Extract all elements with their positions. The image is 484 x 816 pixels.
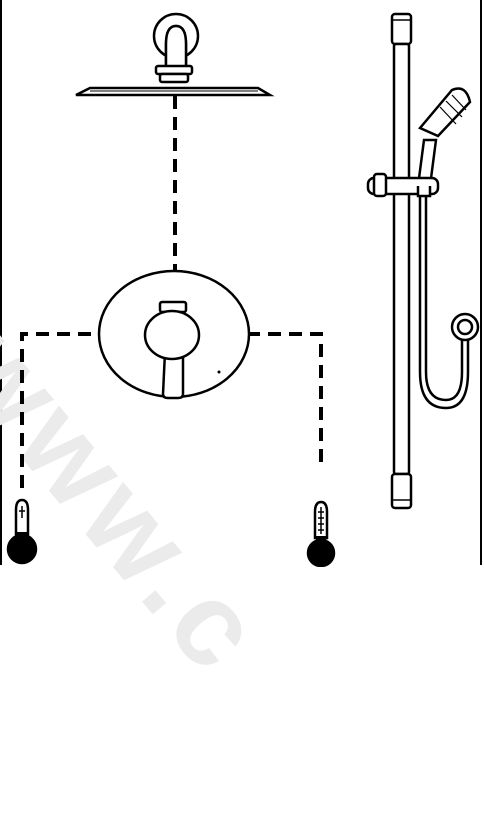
thermostatic-mixer-valve — [97, 269, 251, 400]
hose-line — [418, 196, 470, 410]
rail-bottom-bracket — [390, 472, 413, 510]
diagram-frame — [0, 0, 482, 565]
cold-thermometer-icon — [6, 498, 38, 565]
plumbing-connections — [20, 96, 323, 488]
shower-hose — [418, 196, 480, 410]
spray-face-lines — [439, 94, 467, 125]
shower-slide-rail — [390, 12, 413, 510]
hot-thermometer-icon — [306, 500, 336, 567]
cold-supply-pipe — [20, 332, 102, 488]
mixer-knob — [143, 309, 201, 361]
wall-outlet — [450, 312, 480, 342]
mixer-lever-handle — [161, 351, 185, 400]
rail-bar — [392, 42, 411, 476]
installation-diagram: www.c — [0, 0, 482, 700]
rail-top-bracket — [390, 12, 413, 46]
shower-system-drawing — [6, 12, 480, 567]
hot-supply-pipe — [244, 332, 323, 462]
hand-shower-neck — [416, 186, 432, 198]
rain-shower-head — [75, 12, 275, 97]
hand-shower — [366, 87, 472, 198]
